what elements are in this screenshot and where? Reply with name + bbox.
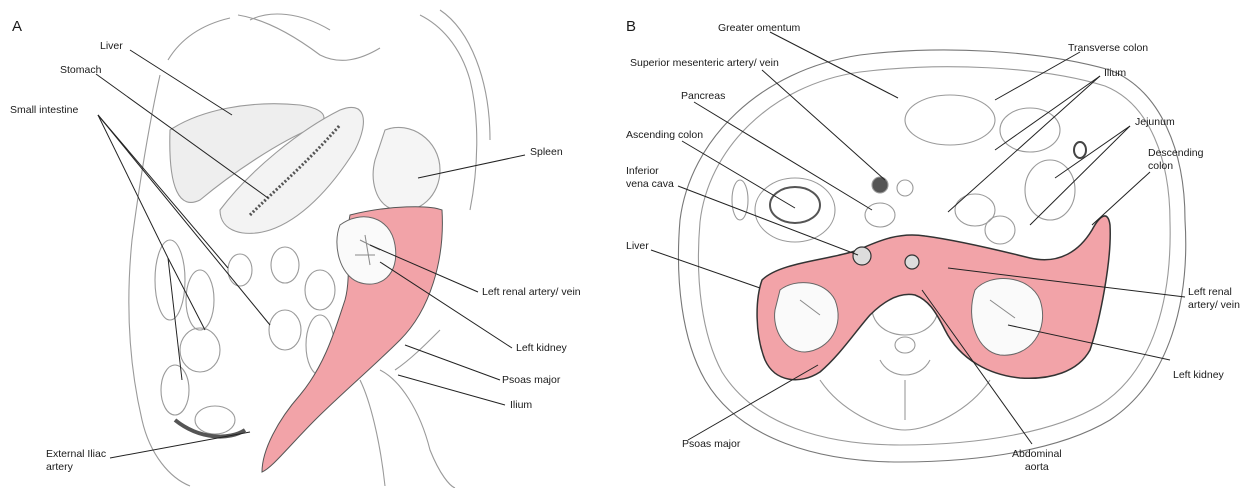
label-aorta-line2: aorta bbox=[1025, 461, 1049, 473]
label-superior-mesenteric: Superior mesenteric artery/ vein bbox=[630, 57, 779, 70]
label-small-intestine-a: Small intestine bbox=[10, 104, 78, 117]
label-psoas-major-a: Psoas major bbox=[502, 374, 560, 387]
label-stomach-a: Stomach bbox=[60, 64, 101, 77]
label-external-iliac-line2: artery bbox=[46, 461, 73, 473]
label-greater-omentum: Greater omentum bbox=[718, 22, 800, 35]
label-ivc-line2: vena cava bbox=[626, 178, 674, 190]
label-inferior-vena-cava: Inferior vena cava bbox=[626, 165, 674, 190]
label-external-iliac-a: External Iliac artery bbox=[46, 448, 106, 473]
label-left-kidney-b: Left kidney bbox=[1173, 369, 1224, 382]
label-ascending-colon: Ascending colon bbox=[626, 129, 703, 142]
label-left-renal-b-line2: artery/ vein bbox=[1188, 299, 1240, 311]
label-pancreas: Pancreas bbox=[681, 90, 725, 103]
label-abdominal-aorta: Abdominal aorta bbox=[1012, 448, 1062, 473]
label-ilium-a: Ilium bbox=[510, 399, 532, 412]
label-psoas-major-b: Psoas major bbox=[682, 438, 740, 451]
label-jejunum: Jejunum bbox=[1135, 116, 1175, 129]
label-descending-line1: Descending bbox=[1148, 147, 1203, 159]
label-liver-a: Liver bbox=[100, 40, 123, 53]
label-liver-b: Liver bbox=[626, 240, 649, 253]
label-aorta-line1: Abdominal bbox=[1012, 448, 1062, 460]
label-left-renal-b: Left renal artery/ vein bbox=[1188, 286, 1240, 311]
label-descending-line2: colon bbox=[1148, 160, 1173, 172]
label-ivc-line1: Inferior bbox=[626, 165, 659, 177]
label-spleen-a: Spleen bbox=[530, 146, 563, 159]
label-left-kidney-a: Left kidney bbox=[516, 342, 567, 355]
label-ilium-b: Ilium bbox=[1104, 67, 1126, 80]
label-left-renal-b-line1: Left renal bbox=[1188, 286, 1232, 298]
label-left-renal-a: Left renal artery/ vein bbox=[482, 286, 581, 299]
panel-b-letter: B bbox=[626, 18, 636, 35]
label-external-iliac-line1: External Iliac bbox=[46, 448, 106, 460]
label-descending-colon: Descending colon bbox=[1148, 147, 1203, 172]
label-transverse-colon: Transverse colon bbox=[1068, 42, 1148, 55]
panel-a-kidney bbox=[337, 217, 396, 284]
panel-a-letter: A bbox=[12, 18, 22, 35]
